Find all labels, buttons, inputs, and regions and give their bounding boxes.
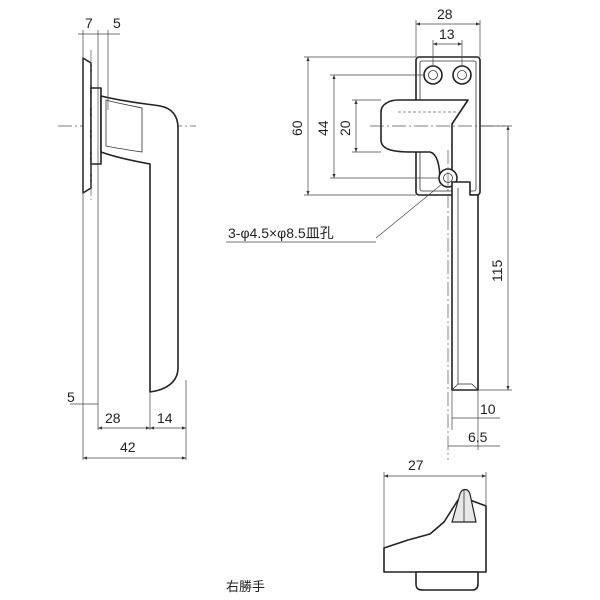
side-base [90,87,102,165]
bottom-foot [415,571,479,591]
caption-right-hand: 右勝手 [226,580,265,595]
front-view: 28 13 60 44 20 115 10 6.5 3-φ4.5×φ8.5皿孔 [226,6,512,460]
front-shaft-bevel-2 [471,383,479,391]
front-dim-10: 10 [480,401,496,417]
side-dim-42: 42 [120,439,136,455]
front-lever-shaft [451,181,479,391]
front-dim-28: 28 [437,6,453,22]
front-hole-top-right [452,65,472,85]
side-view: 7 5 5 28 14 42 [58,15,196,460]
front-lever-head [380,99,469,183]
hole-note: 3-φ4.5×φ8.5皿孔 [228,225,334,241]
front-dim-20: 20 [337,120,353,136]
front-dim-115: 115 [489,259,505,282]
side-dim-14: 14 [157,410,173,426]
front-dim-60: 60 [289,120,305,136]
front-dim-6-5: 6.5 [468,429,488,445]
side-handle-body [100,95,179,393]
side-handle-inner [105,99,143,153]
side-dim-28: 28 [105,410,121,426]
front-dim-13: 13 [439,26,455,42]
front-dim-44: 44 [315,120,331,136]
bottom-view: 27 [383,457,487,591]
side-dim-5-top: 5 [113,15,121,31]
side-rosette-plate [82,57,92,194]
front-shaft-bevel [451,383,459,391]
hole-note-leader [375,183,443,239]
bottom-dim-27: 27 [408,457,424,473]
side-dim-5-bottom: 5 [67,389,75,405]
front-hole-top-left [423,65,443,85]
side-dim-7: 7 [85,15,93,31]
